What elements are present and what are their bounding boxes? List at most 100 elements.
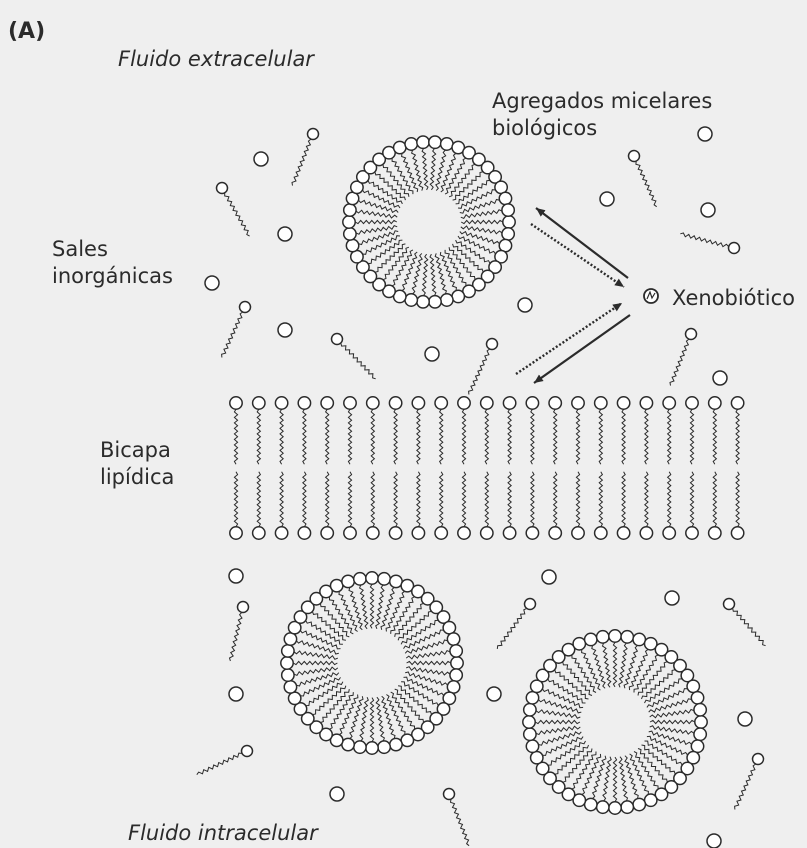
micelle-lipid xyxy=(524,704,581,719)
micelle-lipid xyxy=(531,737,584,764)
micelle-lipid xyxy=(647,680,700,707)
micelle-lipid xyxy=(573,638,600,691)
bilayer-inner-lipid xyxy=(503,472,515,539)
bilayer-outer-lipid xyxy=(275,397,287,464)
free-lipid xyxy=(680,233,739,254)
salt-ion xyxy=(278,323,292,337)
free-lipid xyxy=(217,183,250,237)
micelle-lipid xyxy=(330,579,357,631)
bilayer-inner-lipid xyxy=(230,472,242,539)
bilayer-inner-lipid xyxy=(389,472,401,539)
bilayer-outer-lipid xyxy=(230,397,242,464)
micelles-label-line-2: biológicos xyxy=(492,115,712,142)
bilayer-inner-lipid xyxy=(549,472,561,539)
bilayer-inner-lipid xyxy=(321,472,333,539)
bilayer-label-line-2: lipídica xyxy=(100,464,174,491)
bilayer-outer-lipid xyxy=(367,397,379,464)
bilayer-outer-lipid xyxy=(503,397,515,464)
bilayer-outer-lipid xyxy=(344,397,356,464)
bilayer-inner-lipid xyxy=(572,472,584,539)
arrow-micelle-to-xeno xyxy=(531,224,624,287)
salt-ion xyxy=(425,347,439,361)
bilayer-inner-lipid xyxy=(595,472,607,539)
salts-label: Sales inorgánicas xyxy=(52,236,173,290)
bilayer-outer-lipid xyxy=(640,397,652,464)
bilayer-inner-lipid xyxy=(709,472,721,539)
bilayer-inner-lipid xyxy=(663,472,675,539)
salt-ion xyxy=(738,712,752,726)
arrow-xeno-to-membrane xyxy=(534,315,630,383)
bilayer-inner-lipid xyxy=(298,472,310,539)
salt-ion xyxy=(330,787,344,801)
bilayer-inner-lipid xyxy=(458,472,470,539)
free-lipid xyxy=(724,599,766,646)
free-lipid xyxy=(735,754,764,810)
arrow-membrane-to-xeno xyxy=(516,303,622,374)
micelle-lipid xyxy=(354,697,369,753)
micelle-lipid xyxy=(650,704,707,718)
bilayer-inner-lipid xyxy=(253,472,265,539)
bilayer-inner-lipid xyxy=(640,472,652,539)
micelle-lipid xyxy=(417,136,429,190)
micelle-lipid xyxy=(524,726,581,740)
micelle-lipid xyxy=(404,621,456,648)
micelles-label-line-1: Agregados micelares xyxy=(492,88,712,115)
bilayer-outer-lipid xyxy=(321,397,333,464)
micelle-lipid xyxy=(619,757,633,814)
bilayer-inner-lipid xyxy=(686,472,698,539)
micelle-intracellular-right xyxy=(523,630,707,814)
bilayer-inner-lipid xyxy=(481,472,493,539)
salts-label-line-1: Sales xyxy=(52,236,173,263)
bilayer-inner-lipid xyxy=(731,472,743,539)
bilayer-outer-lipid xyxy=(572,397,584,464)
bilayer-outer-lipid xyxy=(253,397,265,464)
bilayer-outer-lipid xyxy=(412,397,424,464)
xenobiotic-icon xyxy=(644,289,658,303)
salt-ion xyxy=(278,227,292,241)
bilayer-outer-lipid xyxy=(663,397,675,464)
salt-ion xyxy=(600,192,614,206)
micelle-lipid xyxy=(282,667,338,681)
exchange-arrows xyxy=(516,208,630,383)
bilayer-label: Bicapa lipídica xyxy=(100,437,174,491)
free-lipid xyxy=(292,129,319,186)
bilayer-outer-lipid xyxy=(709,397,721,464)
micelles-label: Agregados micelares biológicos xyxy=(492,88,712,142)
micelle-lipid xyxy=(354,573,368,629)
micelle-lipid xyxy=(288,677,340,704)
bilayer-outer-lipid xyxy=(526,397,538,464)
micelle-lipid xyxy=(282,645,338,660)
arrow-xeno-to-micelle xyxy=(536,208,628,278)
bilayer-inner-lipid xyxy=(367,472,379,539)
micelle-lipid xyxy=(376,697,390,753)
bilayer-inner-lipid xyxy=(435,472,447,539)
micelles-group xyxy=(281,136,707,814)
micelle-lipid xyxy=(429,254,441,308)
salt-ion xyxy=(229,569,243,583)
salt-ion xyxy=(518,298,532,312)
free-lipid xyxy=(469,339,498,395)
micelle-lipid xyxy=(597,757,612,814)
micelle-lipid xyxy=(461,226,515,240)
bilayer-outer-lipid xyxy=(298,397,310,464)
micelle-lipid xyxy=(650,726,707,741)
intracellular-fluid-label: Fluido intracelular xyxy=(128,820,318,847)
bilayer-outer-lipid xyxy=(481,397,493,464)
free-lipid xyxy=(332,334,376,379)
micelle-lipid xyxy=(597,631,611,688)
free-lipid xyxy=(497,599,535,649)
bilayer-outer-lipid xyxy=(549,397,561,464)
micelle-lipid xyxy=(386,695,413,747)
bilayer-inner-lipid xyxy=(526,472,538,539)
bilayer-outer-lipid xyxy=(458,397,470,464)
salt-ion xyxy=(713,371,727,385)
bilayer-inner-lipid xyxy=(275,472,287,539)
panel-label: (A) xyxy=(8,18,45,45)
free-lipid xyxy=(629,151,657,207)
salt-ion xyxy=(205,276,219,290)
bilayer-outer-lipid xyxy=(731,397,743,464)
salts-label-line-2: inorgánicas xyxy=(52,263,173,290)
salt-ion xyxy=(665,591,679,605)
salt-ion xyxy=(254,152,268,166)
